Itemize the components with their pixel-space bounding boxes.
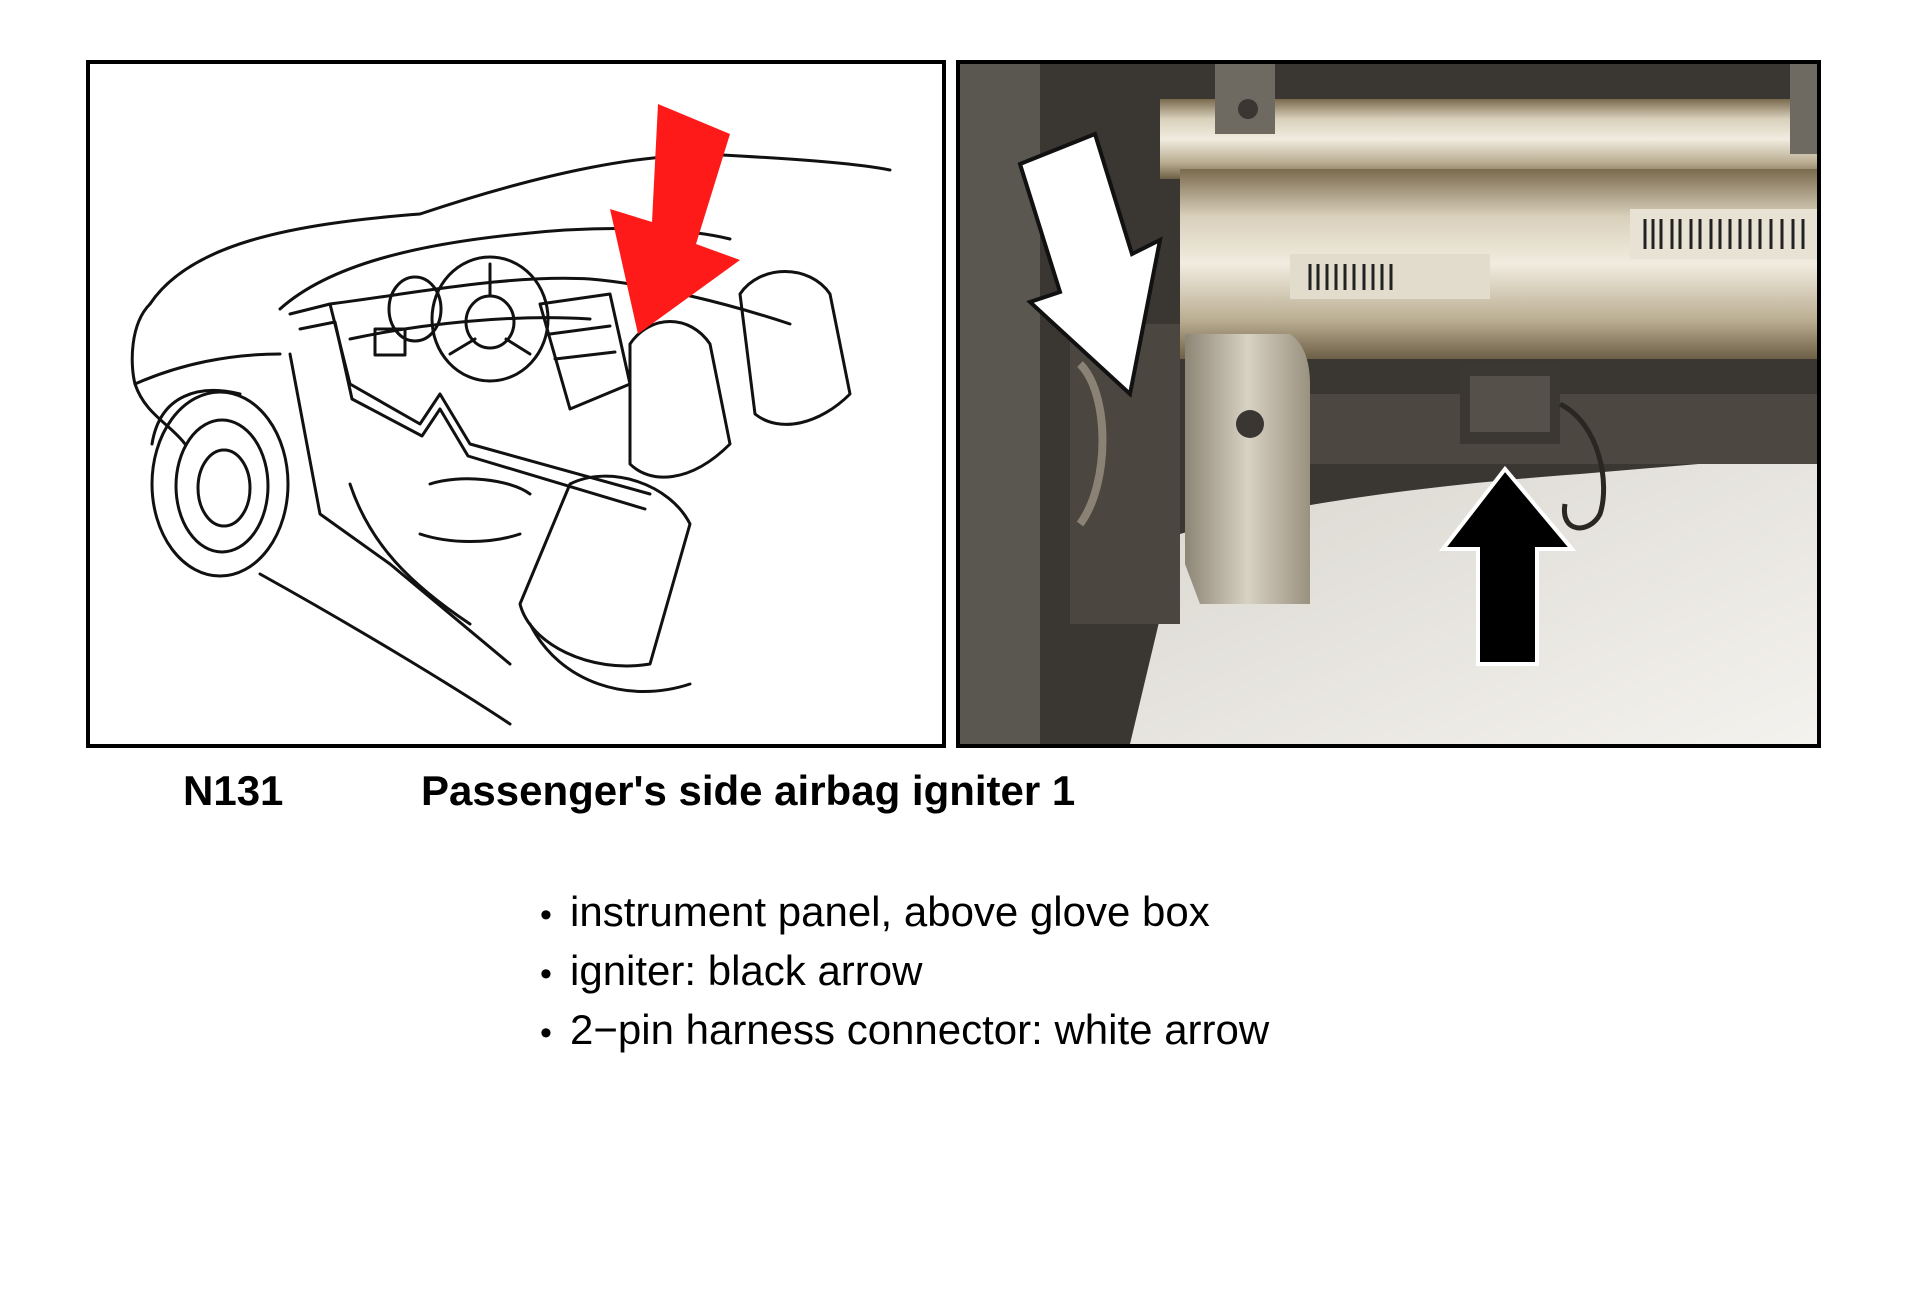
red-arrow-icon [610,104,740,334]
list-item: • igniter: black arrow [540,943,1269,1002]
bullet-icon: • [540,1014,552,1052]
list-item: • instrument panel, above glove box [540,884,1269,943]
black-arrow-icon [1438,465,1577,666]
white-arrow-icon [1017,131,1163,398]
car-interior-drawing [86,60,946,748]
list-item: • 2−pin harness connector: white arrow [540,1002,1269,1061]
car-outline [130,153,892,726]
note-text: 2−pin harness connector: white arrow [570,1006,1270,1053]
component-title: Passenger's side airbag igniter 1 [421,767,1076,814]
location-notes-list: • instrument panel, above glove box • igni… [540,884,1269,1061]
barcode-left [1308,264,1393,290]
barcode-right [1643,219,1805,249]
component-code: N131 [183,767,284,814]
airbag-module-photo [956,60,1821,748]
note-text: igniter: black arrow [570,947,923,994]
bullet-icon: • [540,896,552,934]
bullet-icon: • [540,955,552,993]
note-text: instrument panel, above glove box [570,888,1210,935]
car-interior-illustration [130,104,892,726]
airbag-module-photo-illustration [960,64,1817,744]
